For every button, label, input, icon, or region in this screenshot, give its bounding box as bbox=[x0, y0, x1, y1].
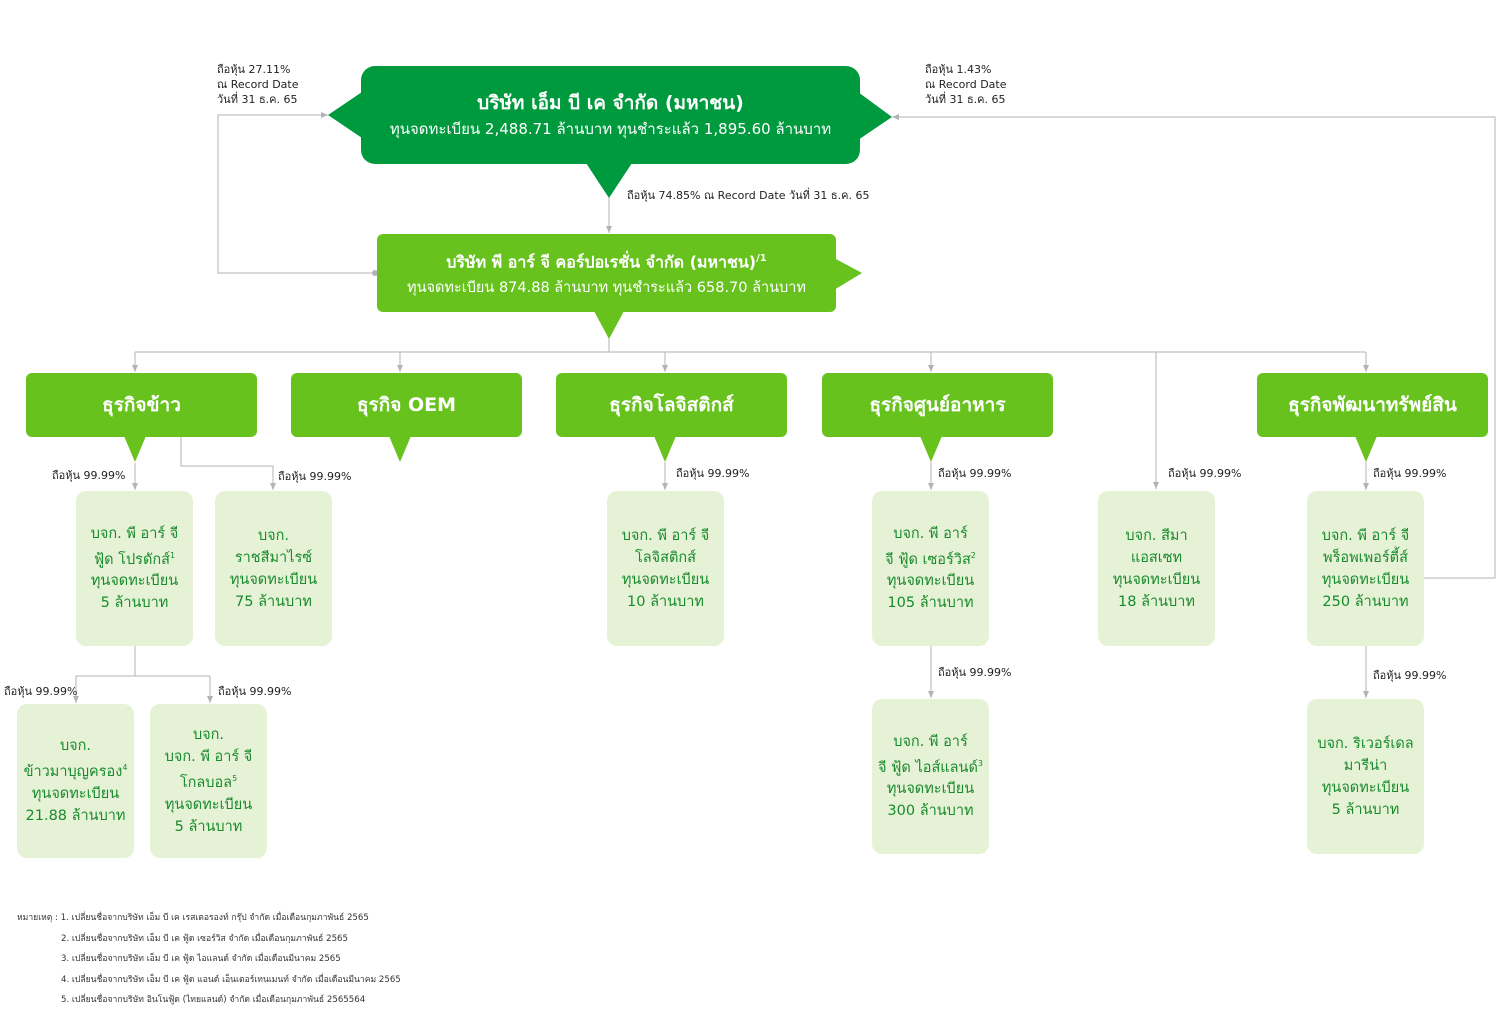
prg-company-box: บริษัท พี อาร์ จี คอร์ปอเรชั่น จำกัด (มห… bbox=[377, 234, 836, 312]
pct-label-khaomabunkrong: ถือหุ้น 99.99% bbox=[4, 685, 78, 698]
sub-sima-asset: บจก. สีมา แอสเซท ทุนจดทะเบียน 18 ล้านบาท bbox=[1098, 491, 1215, 646]
sub-prg-food-service: บจก. พี อาร์ จี ฟู้ด เซอร์วิส2 ทุนจดทะเบ… bbox=[872, 491, 989, 646]
mbk-company-name: บริษัท เอ็ม บี เค จำกัด (มหาชน) bbox=[477, 92, 744, 114]
sub-khaomabunkrong: บจก. ข้าวมาบุญครอง4 ทุนจดทะเบียน 21.88 ล… bbox=[17, 704, 134, 858]
unit-logistics: ธุรกิจโลจิสติกส์ bbox=[556, 373, 787, 437]
pct-label-ratchasima: ถือหุ้น 99.99% bbox=[278, 470, 352, 483]
mbk-company-box: บริษัท เอ็ม บี เค จำกัด (มหาชน) ทุนจดทะเ… bbox=[361, 66, 860, 164]
pct-label-food-island: ถือหุ้น 99.99% bbox=[938, 666, 1012, 679]
pct-label-prg-food-products: ถือหุ้น 99.99% bbox=[52, 469, 126, 482]
mbk-company-capital: ทุนจดทะเบียน 2,488.71 ล้านบาท ทุนชำระแล้… bbox=[389, 120, 832, 138]
mid-callout-pointers bbox=[594, 258, 862, 339]
left-cross-holding-label: ถือหุ้น 27.11% ณ Record Date วันที่ 31 ธ… bbox=[217, 63, 299, 106]
note-4: 4. เปลี่ยนชื่อจากบริษัท เอ็ม บี เค ฟู้ด … bbox=[61, 974, 401, 985]
unit-callout-pointers bbox=[124, 436, 1377, 462]
prg-note-ref: /1 bbox=[756, 253, 767, 265]
pct-label-prg-global: ถือหุ้น 99.99% bbox=[218, 685, 292, 698]
note-5: 5. เปลี่ยนชื่อจากบริษัท อินโนฟู้ด (ไทยแล… bbox=[61, 995, 366, 1005]
unit-food-center: ธุรกิจศูนย์อาหาร bbox=[822, 373, 1053, 437]
pct-label-properties: ถือหุ้น 99.99% bbox=[1373, 467, 1447, 480]
mbk-to-prg-holding-label: ถือหุ้น 74.85% ณ Record Date วันที่ 31 ธ… bbox=[627, 189, 870, 202]
sub-prg-global: บจก. บจก. พี อาร์ จี โกลบอล5 ทุนจดทะเบีย… bbox=[150, 704, 267, 858]
footnotes: หมายเหตุ : 1. เปลี่ยนชื่อจากบริษัท เอ็ม … bbox=[17, 908, 401, 1011]
pct-label-sima-asset: ถือหุ้น 99.99% bbox=[1168, 467, 1242, 480]
sub-prg-properties: บจก. พี อาร์ จี พร็อพเพอร์ตี้ส์ ทุนจดทะเ… bbox=[1307, 491, 1424, 646]
prg-company-capital: ทุนจดทะเบียน 874.88 ล้านบาท ทุนชำระแล้ว … bbox=[407, 279, 806, 296]
top-callout-pointers bbox=[328, 92, 892, 198]
pct-label-food-service: ถือหุ้น 99.99% bbox=[938, 467, 1012, 480]
pct-label-logistics: ถือหุ้น 99.99% bbox=[676, 467, 750, 480]
unit-property: ธุรกิจพัฒนาทรัพย์สิน bbox=[1257, 373, 1488, 437]
unit-oem: ธุรกิจ OEM bbox=[291, 373, 522, 437]
sub-prg-logistics: บจก. พี อาร์ จี โลจิสติกส์ ทุนจดทะเบียน … bbox=[607, 491, 724, 646]
sub-ratchasima-rice: บจก. ราชสีมาไรซ์ ทุนจดทะเบียน 75 ล้านบาท bbox=[215, 491, 332, 646]
pct-label-riverdale: ถือหุ้น 99.99% bbox=[1373, 669, 1447, 682]
unit-rice: ธุรกิจข้าว bbox=[26, 373, 257, 437]
prg-company-name: บริษัท พี อาร์ จี คอร์ปอเรชั่น จำกัด (มห… bbox=[446, 252, 757, 272]
sub-riverdale-marina: บจก. ริเวอร์เดล มารีน่า ทุนจดทะเบียน 5 ล… bbox=[1307, 699, 1424, 854]
notes-label: หมายเหตุ : bbox=[17, 913, 59, 923]
sub-prg-food-island: บจก. พี อาร์ จี ฟู้ด ไอส์แลนด์3 ทุนจดทะเ… bbox=[872, 699, 989, 854]
note-3: 3. เปลี่ยนชื่อจากบริษัท เอ็ม บี เค ฟู้ด … bbox=[61, 954, 341, 964]
note-2: 2. เปลี่ยนชื่อจากบริษัท เอ็ม บี เค ฟู้ด … bbox=[61, 933, 348, 944]
sub-prg-food-products: บจก. พี อาร์ จี ฟู้ด โปรดักส์1 ทุนจดทะเบ… bbox=[76, 491, 193, 646]
right-cross-holding-label: ถือหุ้น 1.43% ณ Record Date วันที่ 31 ธ.… bbox=[925, 63, 1007, 106]
note-1: 1. เปลี่ยนชื่อจากบริษัท เอ็ม บี เค เรสเต… bbox=[60, 913, 369, 923]
